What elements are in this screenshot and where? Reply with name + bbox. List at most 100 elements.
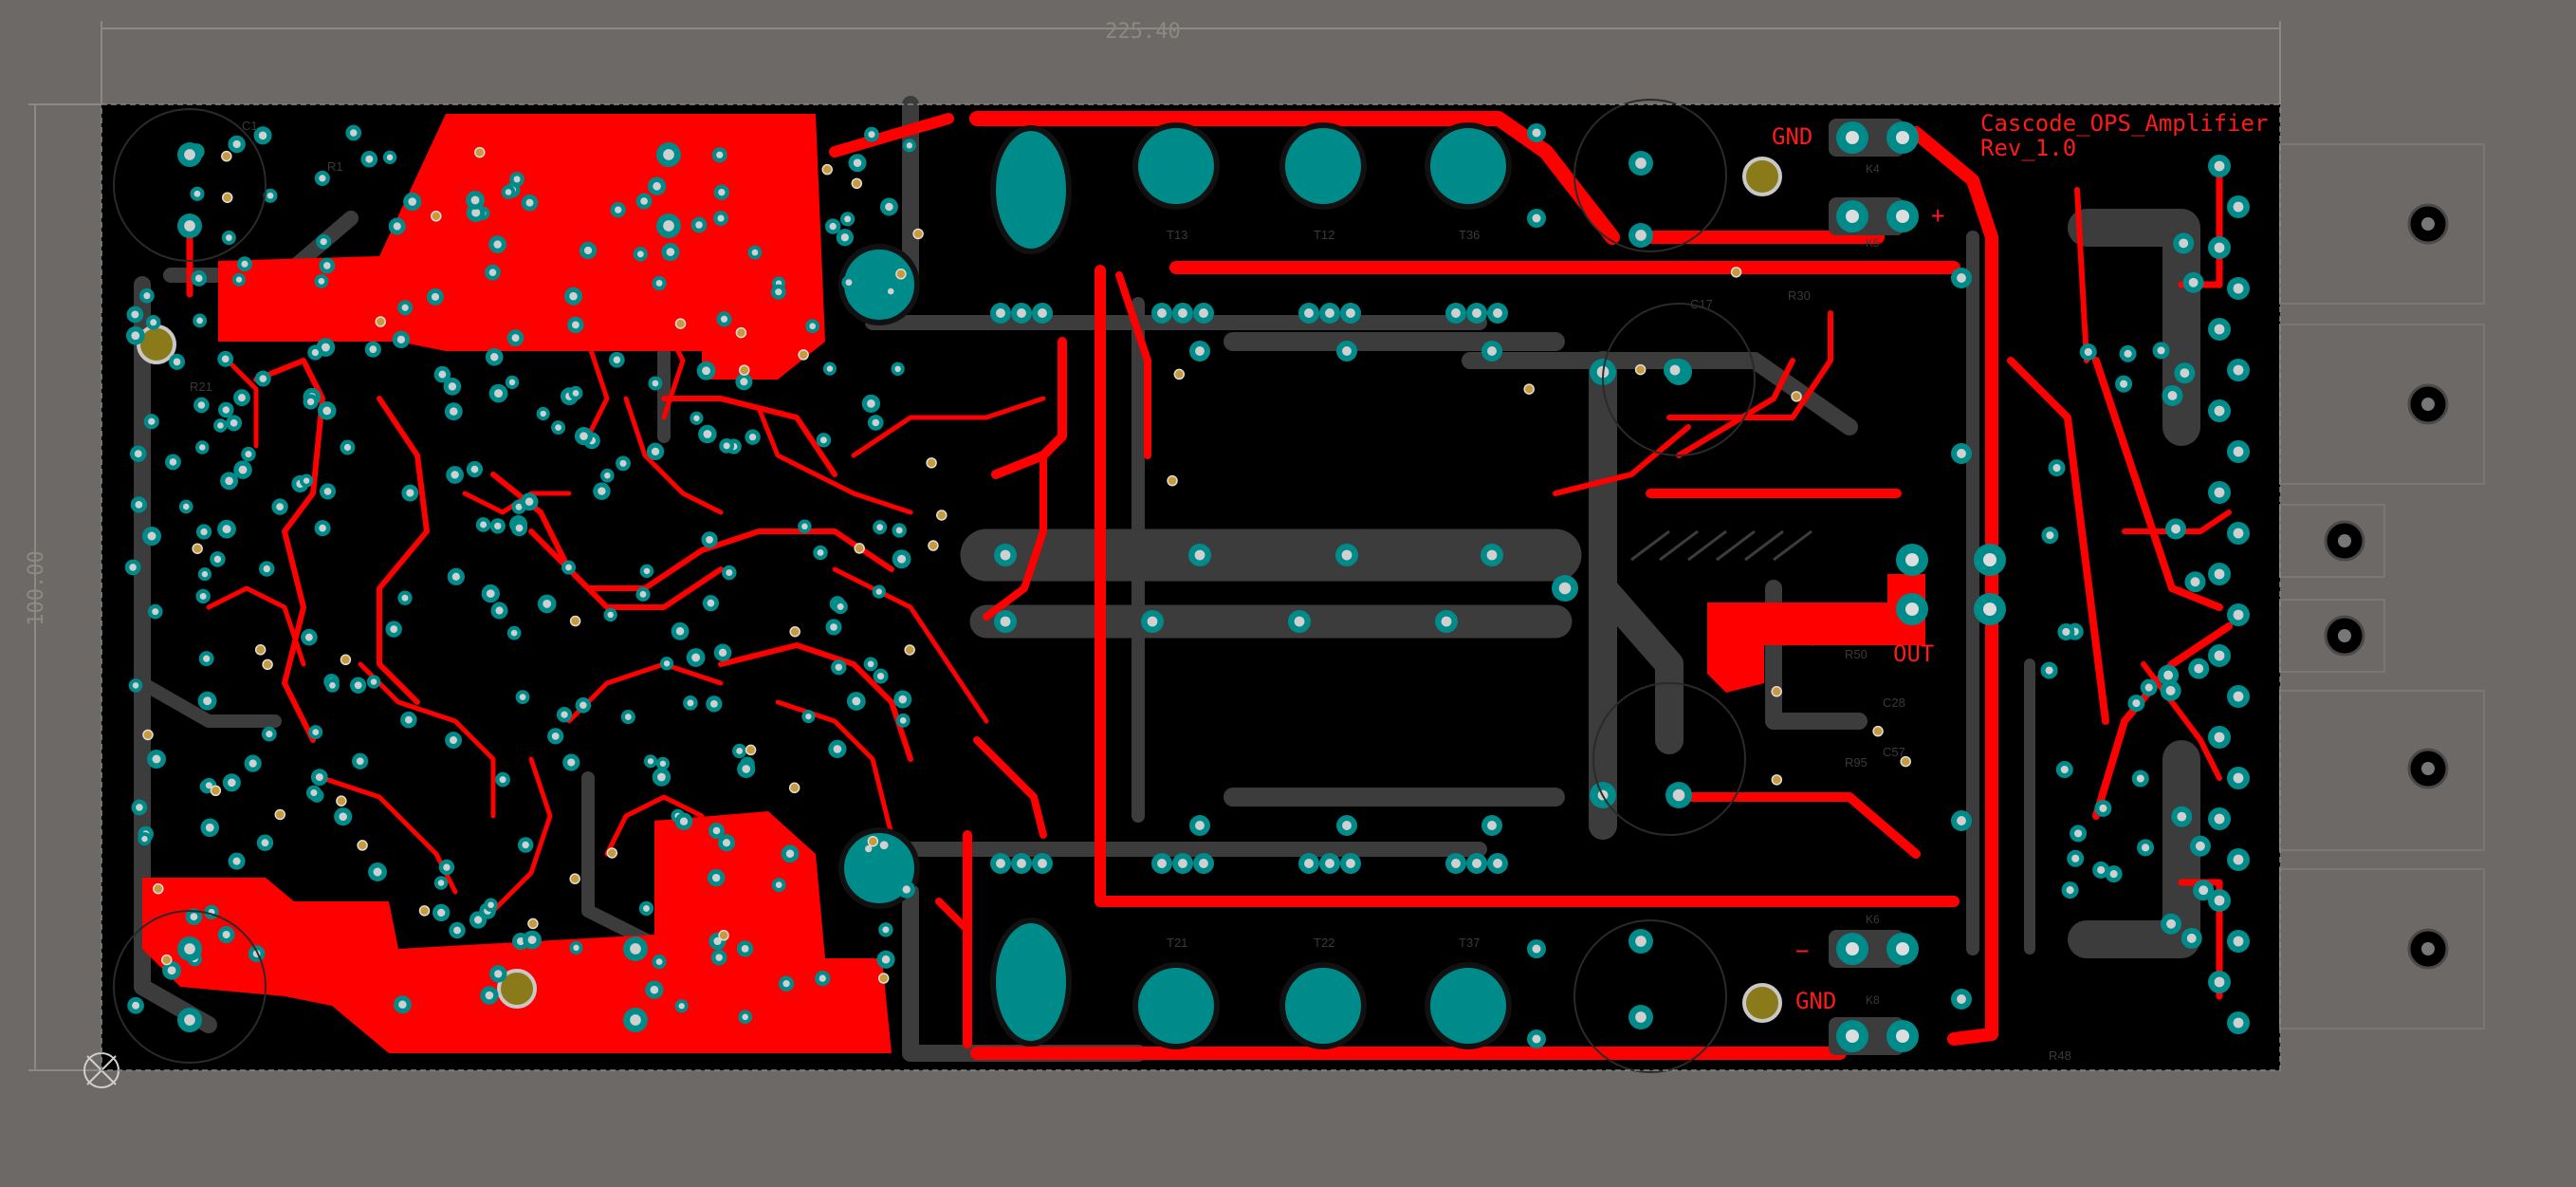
- pad-drill: [390, 625, 398, 633]
- pad-drill: [182, 503, 190, 510]
- pad-drill: [225, 234, 232, 241]
- pad-drill: [2071, 854, 2080, 862]
- pad-drill: [2167, 391, 2178, 400]
- via: [336, 795, 347, 807]
- via: [735, 326, 747, 339]
- via: [569, 615, 581, 627]
- via: [877, 973, 890, 984]
- pad-drill: [1532, 213, 1541, 223]
- heatsink-holes[interactable]: [2324, 203, 2449, 970]
- pad-drill: [221, 355, 230, 363]
- pad-drill: [666, 248, 675, 256]
- via: [160, 954, 173, 966]
- pad-drill: [663, 220, 674, 232]
- dimension-height: [28, 103, 101, 1071]
- pad-drill: [393, 222, 401, 231]
- pad-drill: [742, 1013, 748, 1021]
- pad-drill: [267, 192, 274, 199]
- via: [1771, 774, 1783, 786]
- pad-drill: [304, 633, 313, 641]
- pad-drill: [323, 262, 331, 269]
- pad-drill: [473, 916, 483, 924]
- pad-drill: [819, 974, 826, 982]
- pad-drill: [885, 202, 893, 212]
- pad-drill: [1147, 616, 1158, 627]
- via: [1634, 363, 1647, 376]
- via: [851, 177, 863, 190]
- pad-drill: [867, 660, 874, 668]
- pad-drill: [687, 699, 694, 707]
- pad-drill: [525, 198, 534, 207]
- pad-drill: [527, 936, 537, 944]
- via: [936, 510, 948, 521]
- pad-drill: [2186, 933, 2197, 943]
- pad-drill: [152, 754, 161, 764]
- pad-drill: [1178, 308, 1187, 318]
- out-label: OUT: [1893, 640, 1934, 667]
- pad-drill: [437, 908, 446, 918]
- pad-drill: [1199, 308, 1208, 318]
- pad-drill: [261, 839, 269, 847]
- pad-drill: [775, 881, 782, 888]
- pad-drill: [835, 663, 842, 671]
- component-pads[interactable]: [124, 123, 2250, 1048]
- via: [1771, 686, 1782, 697]
- pad-drill: [319, 175, 326, 182]
- pad-drill: [513, 176, 521, 183]
- pad-drill: [2180, 368, 2190, 379]
- pad-drill: [2233, 364, 2244, 376]
- pad-drill: [1957, 449, 1966, 458]
- pad-drill: [1194, 549, 1205, 561]
- mounting-holes[interactable]: [137, 157, 1782, 1023]
- pad-drill: [709, 699, 718, 708]
- designator-k5: K5: [1866, 236, 1880, 250]
- pad-drill: [184, 149, 195, 160]
- pad-drill: [480, 521, 488, 529]
- pad-drill: [651, 447, 660, 456]
- pad-drill: [132, 682, 139, 689]
- via: [738, 364, 750, 376]
- via: [142, 729, 154, 741]
- pad-drill: [817, 548, 824, 556]
- pad-drill: [837, 603, 844, 610]
- pad-drill: [136, 804, 143, 811]
- pad-drill: [872, 418, 879, 427]
- transistor-pads[interactable]: [838, 122, 1512, 1049]
- pad-drill: [258, 131, 267, 140]
- pad-drill: [470, 195, 480, 205]
- via: [745, 744, 757, 756]
- pad-drill: [691, 653, 701, 662]
- pad-drill: [131, 331, 140, 341]
- pad-drill: [706, 535, 713, 544]
- pad-drill: [248, 759, 257, 768]
- pad-drill: [826, 365, 834, 372]
- pad-drill: [2233, 691, 2244, 702]
- pad-drill: [2233, 1017, 2244, 1029]
- pad-drill: [833, 745, 842, 753]
- pad-drill: [401, 304, 409, 311]
- pad-drill: [438, 370, 447, 379]
- pad-drill: [1487, 346, 1497, 356]
- designator-k6: K6: [1866, 913, 1880, 926]
- pad-drill: [2233, 201, 2244, 213]
- pad-drill: [675, 627, 685, 636]
- pad-drill: [2165, 685, 2176, 696]
- pad-drill: [2233, 446, 2244, 457]
- pad-drill: [1000, 616, 1011, 627]
- pad-drill: [205, 782, 212, 789]
- pad-drill: [143, 292, 151, 300]
- pad-drill: [573, 944, 580, 952]
- pad-drill: [2214, 813, 2225, 825]
- pad-drill: [785, 849, 795, 858]
- via: [904, 644, 915, 656]
- pad-drill: [404, 715, 413, 724]
- pad-drill: [169, 458, 177, 466]
- pad-drill: [319, 524, 326, 532]
- pad-drill: [147, 531, 156, 541]
- pad-drill: [1341, 549, 1352, 561]
- pad-drill: [639, 590, 647, 598]
- connector-pads[interactable]: [1829, 119, 2006, 1055]
- pad-drill: [365, 155, 374, 163]
- pad-drill: [1346, 859, 1355, 868]
